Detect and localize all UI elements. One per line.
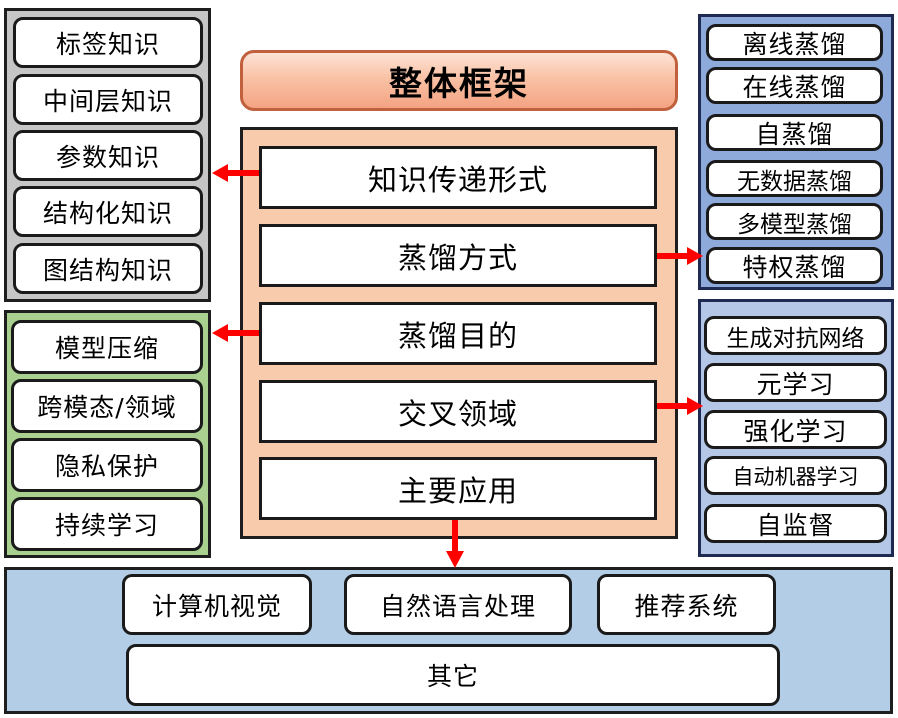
arrow-to-cross-fields (657, 397, 703, 415)
purpose-item: 隐私保护 (11, 438, 203, 492)
cross-field-item: 强化学习 (704, 410, 887, 449)
knowledge-item: 标签知识 (13, 17, 203, 68)
application-item: 计算机视觉 (122, 574, 312, 635)
knowledge-transfer-box: 知识传递形式 (259, 146, 657, 209)
knowledge-item: 参数知识 (13, 130, 203, 181)
cross-field-item: 自监督 (704, 504, 887, 543)
cross-field-item: 元学习 (704, 363, 887, 402)
knowledge-item: 中间层知识 (13, 74, 203, 125)
method-item: 多模型蒸馏 (706, 203, 883, 240)
arrow-to-knowledge-types (212, 164, 259, 182)
distillation-purpose-box: 蒸馏目的 (259, 302, 657, 365)
cross-field-item: 自动机器学习 (704, 456, 887, 495)
framework-title: 整体框架 (240, 50, 678, 111)
arrow-to-purposes (212, 324, 259, 342)
knowledge-item: 结构化知识 (13, 186, 203, 237)
method-item: 无数据蒸馏 (706, 160, 883, 197)
method-item: 自蒸馏 (706, 114, 883, 151)
method-item: 离线蒸馏 (706, 24, 883, 61)
arrow-to-applications (446, 520, 464, 568)
application-item: 推荐系统 (597, 574, 776, 635)
method-item: 在线蒸馏 (706, 67, 883, 104)
distillation-method-box: 蒸馏方式 (259, 224, 657, 287)
application-item: 其它 (126, 644, 780, 706)
application-item: 自然语言处理 (344, 574, 572, 635)
cross-field-box: 交叉领域 (259, 380, 657, 443)
method-item: 特权蒸馏 (706, 247, 883, 284)
purpose-item: 模型压缩 (11, 320, 203, 374)
purpose-item: 持续学习 (11, 497, 203, 551)
main-application-box: 主要应用 (259, 457, 657, 520)
purpose-item: 跨模态/领域 (11, 379, 203, 433)
arrow-to-distillation-methods (657, 247, 703, 265)
knowledge-item: 图结构知识 (13, 243, 203, 294)
cross-field-item: 生成对抗网络 (704, 316, 887, 355)
